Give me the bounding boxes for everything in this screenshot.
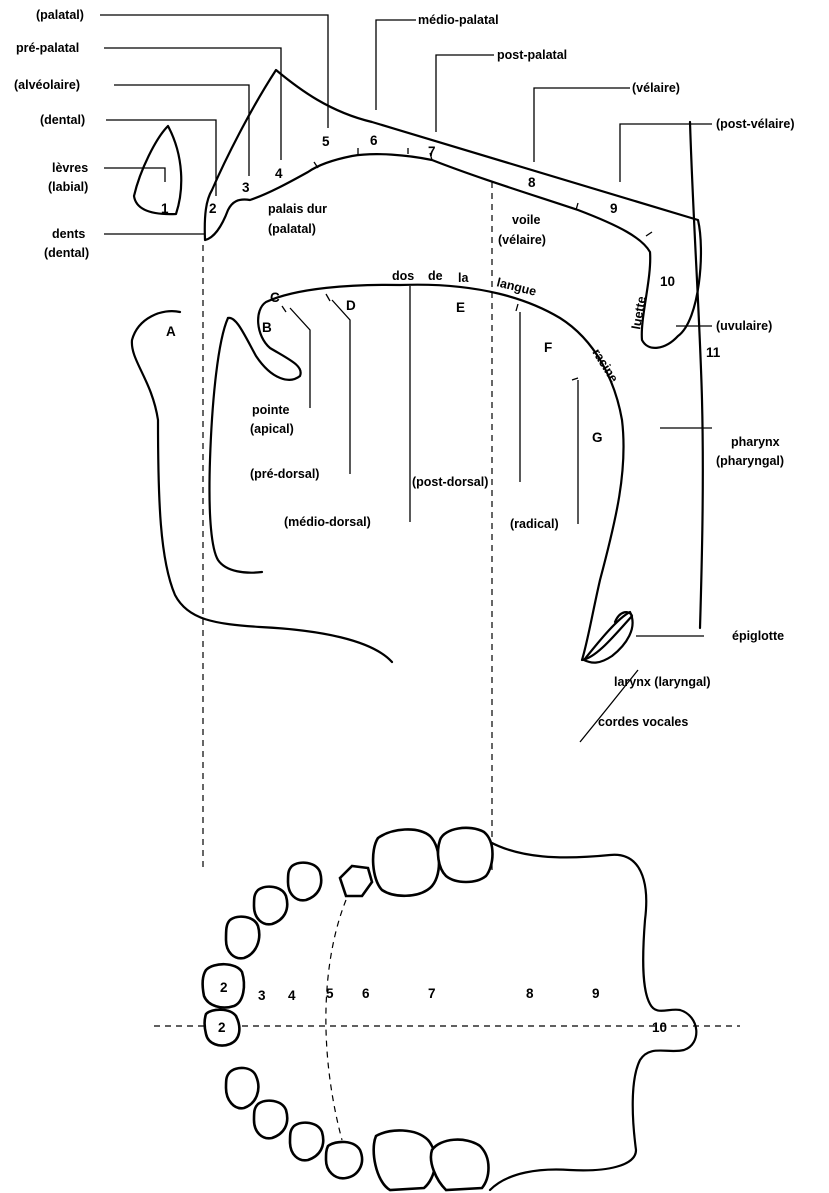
label-dents: dents xyxy=(52,227,85,241)
bottom-num-2-upper: 2 xyxy=(220,980,228,995)
tooth-upper-4 xyxy=(288,863,321,901)
leader-levres xyxy=(104,168,165,182)
label-pre-palatal: pré-palatal xyxy=(16,41,79,55)
num-3: 3 xyxy=(242,180,250,195)
label-voile-velaire: (vélaire) xyxy=(498,233,546,247)
velum-tick-10 xyxy=(646,232,652,236)
num-4: 4 xyxy=(275,166,283,181)
label-pointe: pointe xyxy=(252,403,290,417)
palate-plan-outline xyxy=(490,842,696,1190)
bottom-num-3: 3 xyxy=(258,988,266,1003)
label-pharynx: pharynx xyxy=(731,435,780,449)
tongue-tick-f xyxy=(572,378,578,380)
label-post-velaire: (post-vélaire) xyxy=(716,117,795,131)
num-7: 7 xyxy=(428,144,436,159)
tooth-lower-molar-1 xyxy=(374,1130,436,1190)
label-voile: voile xyxy=(512,213,541,227)
bottom-num-2-lower: 2 xyxy=(218,1020,226,1035)
label-post-dorsal: (post-dorsal) xyxy=(412,475,488,489)
letter-a: A xyxy=(166,324,176,339)
bottom-num-9: 9 xyxy=(592,986,600,1001)
label-apical: (apical) xyxy=(250,422,294,436)
label-luette: luette xyxy=(629,295,649,330)
label-uvulaire: (uvulaire) xyxy=(716,319,772,333)
num-11: 11 xyxy=(706,345,721,360)
label-cordes-vocales: cordes vocales xyxy=(598,715,688,729)
label-epiglotte: épiglotte xyxy=(732,629,784,643)
label-dos: dos xyxy=(392,269,414,283)
label-alveolaire: (alvéolaire) xyxy=(14,78,80,92)
tongue-tick-e xyxy=(516,304,518,311)
bottom-num-5: 5 xyxy=(326,986,334,1001)
label-palais-dur-palatal: (palatal) xyxy=(268,222,316,236)
curve-dashed xyxy=(326,900,346,1140)
leader-alveolaire xyxy=(114,85,249,176)
label-labial: (labial) xyxy=(48,180,88,194)
letter-e: E xyxy=(456,300,465,315)
leader-dental-top xyxy=(106,120,216,196)
mouth-floor xyxy=(209,318,262,573)
tooth-lower-3 xyxy=(254,1101,287,1139)
tooth-upper-5 xyxy=(340,866,372,896)
pharynx-wall xyxy=(690,122,703,628)
label-levres: lèvres xyxy=(52,161,88,175)
label-radical: (radical) xyxy=(510,517,559,531)
bottom-num-7: 7 xyxy=(428,986,436,1001)
leader-palatal xyxy=(100,15,328,128)
leader-post-palatal xyxy=(436,55,494,132)
label-la: la xyxy=(458,271,469,285)
bottom-num-8: 8 xyxy=(526,986,534,1001)
tooth-lower-4 xyxy=(290,1123,323,1161)
leader-post-velaire xyxy=(620,124,712,182)
num-1: 1 xyxy=(161,201,169,216)
tooth-lower-molar-2 xyxy=(431,1140,489,1190)
leader-velaire xyxy=(534,88,630,162)
label-medio-dorsal: (médio-dorsal) xyxy=(284,515,371,529)
label-dental-bottom: (dental) xyxy=(44,246,89,260)
label-palais-dur: palais dur xyxy=(268,202,327,216)
num-10: 10 xyxy=(660,274,675,289)
letter-b: B xyxy=(262,320,272,335)
tooth-upper-2 xyxy=(226,917,259,959)
num-8: 8 xyxy=(528,175,536,190)
letter-f: F xyxy=(544,340,552,355)
label-larynx: larynx (laryngal) xyxy=(614,675,711,689)
tooth-upper-molar-1 xyxy=(373,829,439,895)
leader-medio-palatal xyxy=(376,20,416,110)
num-9: 9 xyxy=(610,201,618,216)
letter-d: D xyxy=(346,298,356,313)
label-racine: racine xyxy=(589,346,620,385)
num-2: 2 xyxy=(209,201,217,216)
tongue-tick-d xyxy=(326,294,330,301)
tooth-upper-molar-2 xyxy=(438,828,493,882)
label-palatal: (palatal) xyxy=(36,8,84,22)
leader-pre-dorsal xyxy=(332,300,350,474)
tooth-upper-3 xyxy=(254,887,287,925)
bottom-num-6: 6 xyxy=(362,986,370,1001)
tooth-lower-5 xyxy=(326,1142,362,1178)
tooth-lower-2 xyxy=(226,1068,258,1108)
label-dental-top: (dental) xyxy=(40,113,85,127)
num-5: 5 xyxy=(322,134,330,149)
letter-g: G xyxy=(592,430,603,445)
letter-c: C xyxy=(270,290,280,305)
label-pharyngal: (pharyngal) xyxy=(716,454,784,468)
label-velaire: (vélaire) xyxy=(632,81,680,95)
num-6: 6 xyxy=(370,133,378,148)
label-de: de xyxy=(428,269,443,283)
leader-pointe xyxy=(290,308,310,408)
upper-lip-outline xyxy=(134,126,181,214)
label-medio-palatal: médio-palatal xyxy=(418,13,499,27)
label-post-palatal: post-palatal xyxy=(497,48,567,62)
tongue-tick-bc xyxy=(282,306,286,312)
bottom-num-10: 10 xyxy=(652,1020,667,1035)
bottom-num-4: 4 xyxy=(288,988,296,1003)
label-pre-dorsal: (pré-dorsal) xyxy=(250,467,319,481)
